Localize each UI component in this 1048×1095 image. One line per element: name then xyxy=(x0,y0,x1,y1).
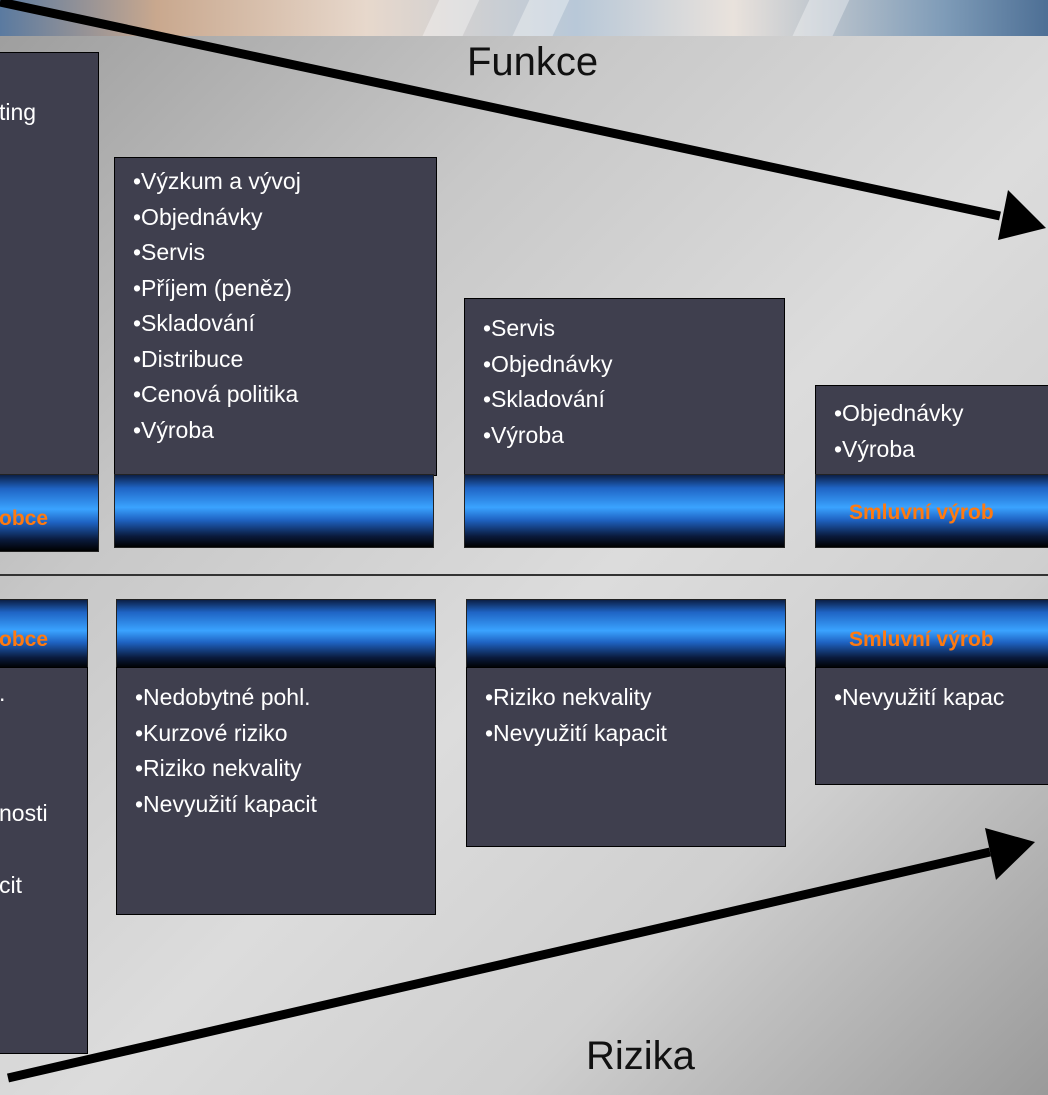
risk-item: •Nevyužití kapacit xyxy=(485,719,667,746)
risk-box-4: •Nevyužití kapac xyxy=(815,667,1048,785)
contract-manufacturer-label: Smluvní výrob xyxy=(849,501,994,524)
risk-box-2: •Nedobytné pohl. •Kurzové riziko •Riziko… xyxy=(116,667,436,915)
functions-arrow-head xyxy=(998,190,1046,240)
risk-item: •Kurzové riziko xyxy=(135,719,288,746)
risk-item: •Riziko nekvality xyxy=(135,755,302,781)
function-bar-1: obce xyxy=(0,474,99,552)
function-box-1: ting xyxy=(0,52,99,476)
manufacturer-label: obce xyxy=(0,507,49,530)
section-divider xyxy=(0,574,1048,576)
function-item: •Objednávky xyxy=(133,203,263,230)
risk-box-1: . nosti cit xyxy=(0,667,88,1054)
risk-item: cit xyxy=(0,872,22,898)
function-bar-3 xyxy=(464,474,785,548)
risk-bar-4: Smluvní výrob xyxy=(815,599,1048,669)
header-photo xyxy=(0,0,1048,36)
risk-bar-3 xyxy=(466,599,786,669)
manufacturer-label: obce xyxy=(0,628,49,651)
function-item: •Objednávky xyxy=(834,400,964,426)
function-item: •Skladování xyxy=(483,386,605,412)
function-box-3: •Servis •Objednávky •Skladování •Výroba xyxy=(464,298,785,476)
risks-arrow-shaft xyxy=(6,847,992,1083)
risk-item: nosti xyxy=(0,800,48,826)
risk-box-3: •Riziko nekvality •Nevyužití kapacit xyxy=(466,667,786,847)
function-item: •Výroba xyxy=(483,421,564,448)
functions-arrow-shaft xyxy=(0,0,1001,221)
risk-item: •Nedobytné pohl. xyxy=(135,684,311,710)
function-item: •Servis xyxy=(483,315,555,341)
risk-item: •Nevyužití kapacit xyxy=(135,790,317,817)
risk-item: •Nevyužití kapac xyxy=(834,684,1005,710)
function-item: •Výzkum a vývoj xyxy=(133,168,301,194)
function-item: •Distribuce xyxy=(133,345,244,372)
function-item: •Objednávky xyxy=(483,350,613,377)
function-bar-2 xyxy=(114,474,434,548)
rizika-title: Rizika xyxy=(586,1034,695,1078)
function-item: ting xyxy=(0,99,37,125)
funkce-title: Funkce xyxy=(467,40,599,84)
function-item: •Příjem (peněz) xyxy=(133,274,292,301)
function-item: •Servis xyxy=(133,239,205,265)
function-item: •Skladování xyxy=(133,310,255,336)
risk-item: . xyxy=(0,676,5,712)
function-item: •Výroba xyxy=(834,435,915,462)
function-item: •Cenová politika xyxy=(133,381,299,407)
contract-manufacturer-label: Smluvní výrob xyxy=(849,628,994,651)
function-box-4: •Objednávky •Výroba xyxy=(815,385,1048,476)
risk-item: •Riziko nekvality xyxy=(485,684,652,710)
risks-arrow-head xyxy=(985,828,1035,880)
function-bar-4: Smluvní výrob xyxy=(815,474,1048,548)
function-box-2: •Výzkum a vývoj •Objednávky •Servis •Pří… xyxy=(114,157,437,476)
function-item: •Výroba xyxy=(133,416,214,443)
